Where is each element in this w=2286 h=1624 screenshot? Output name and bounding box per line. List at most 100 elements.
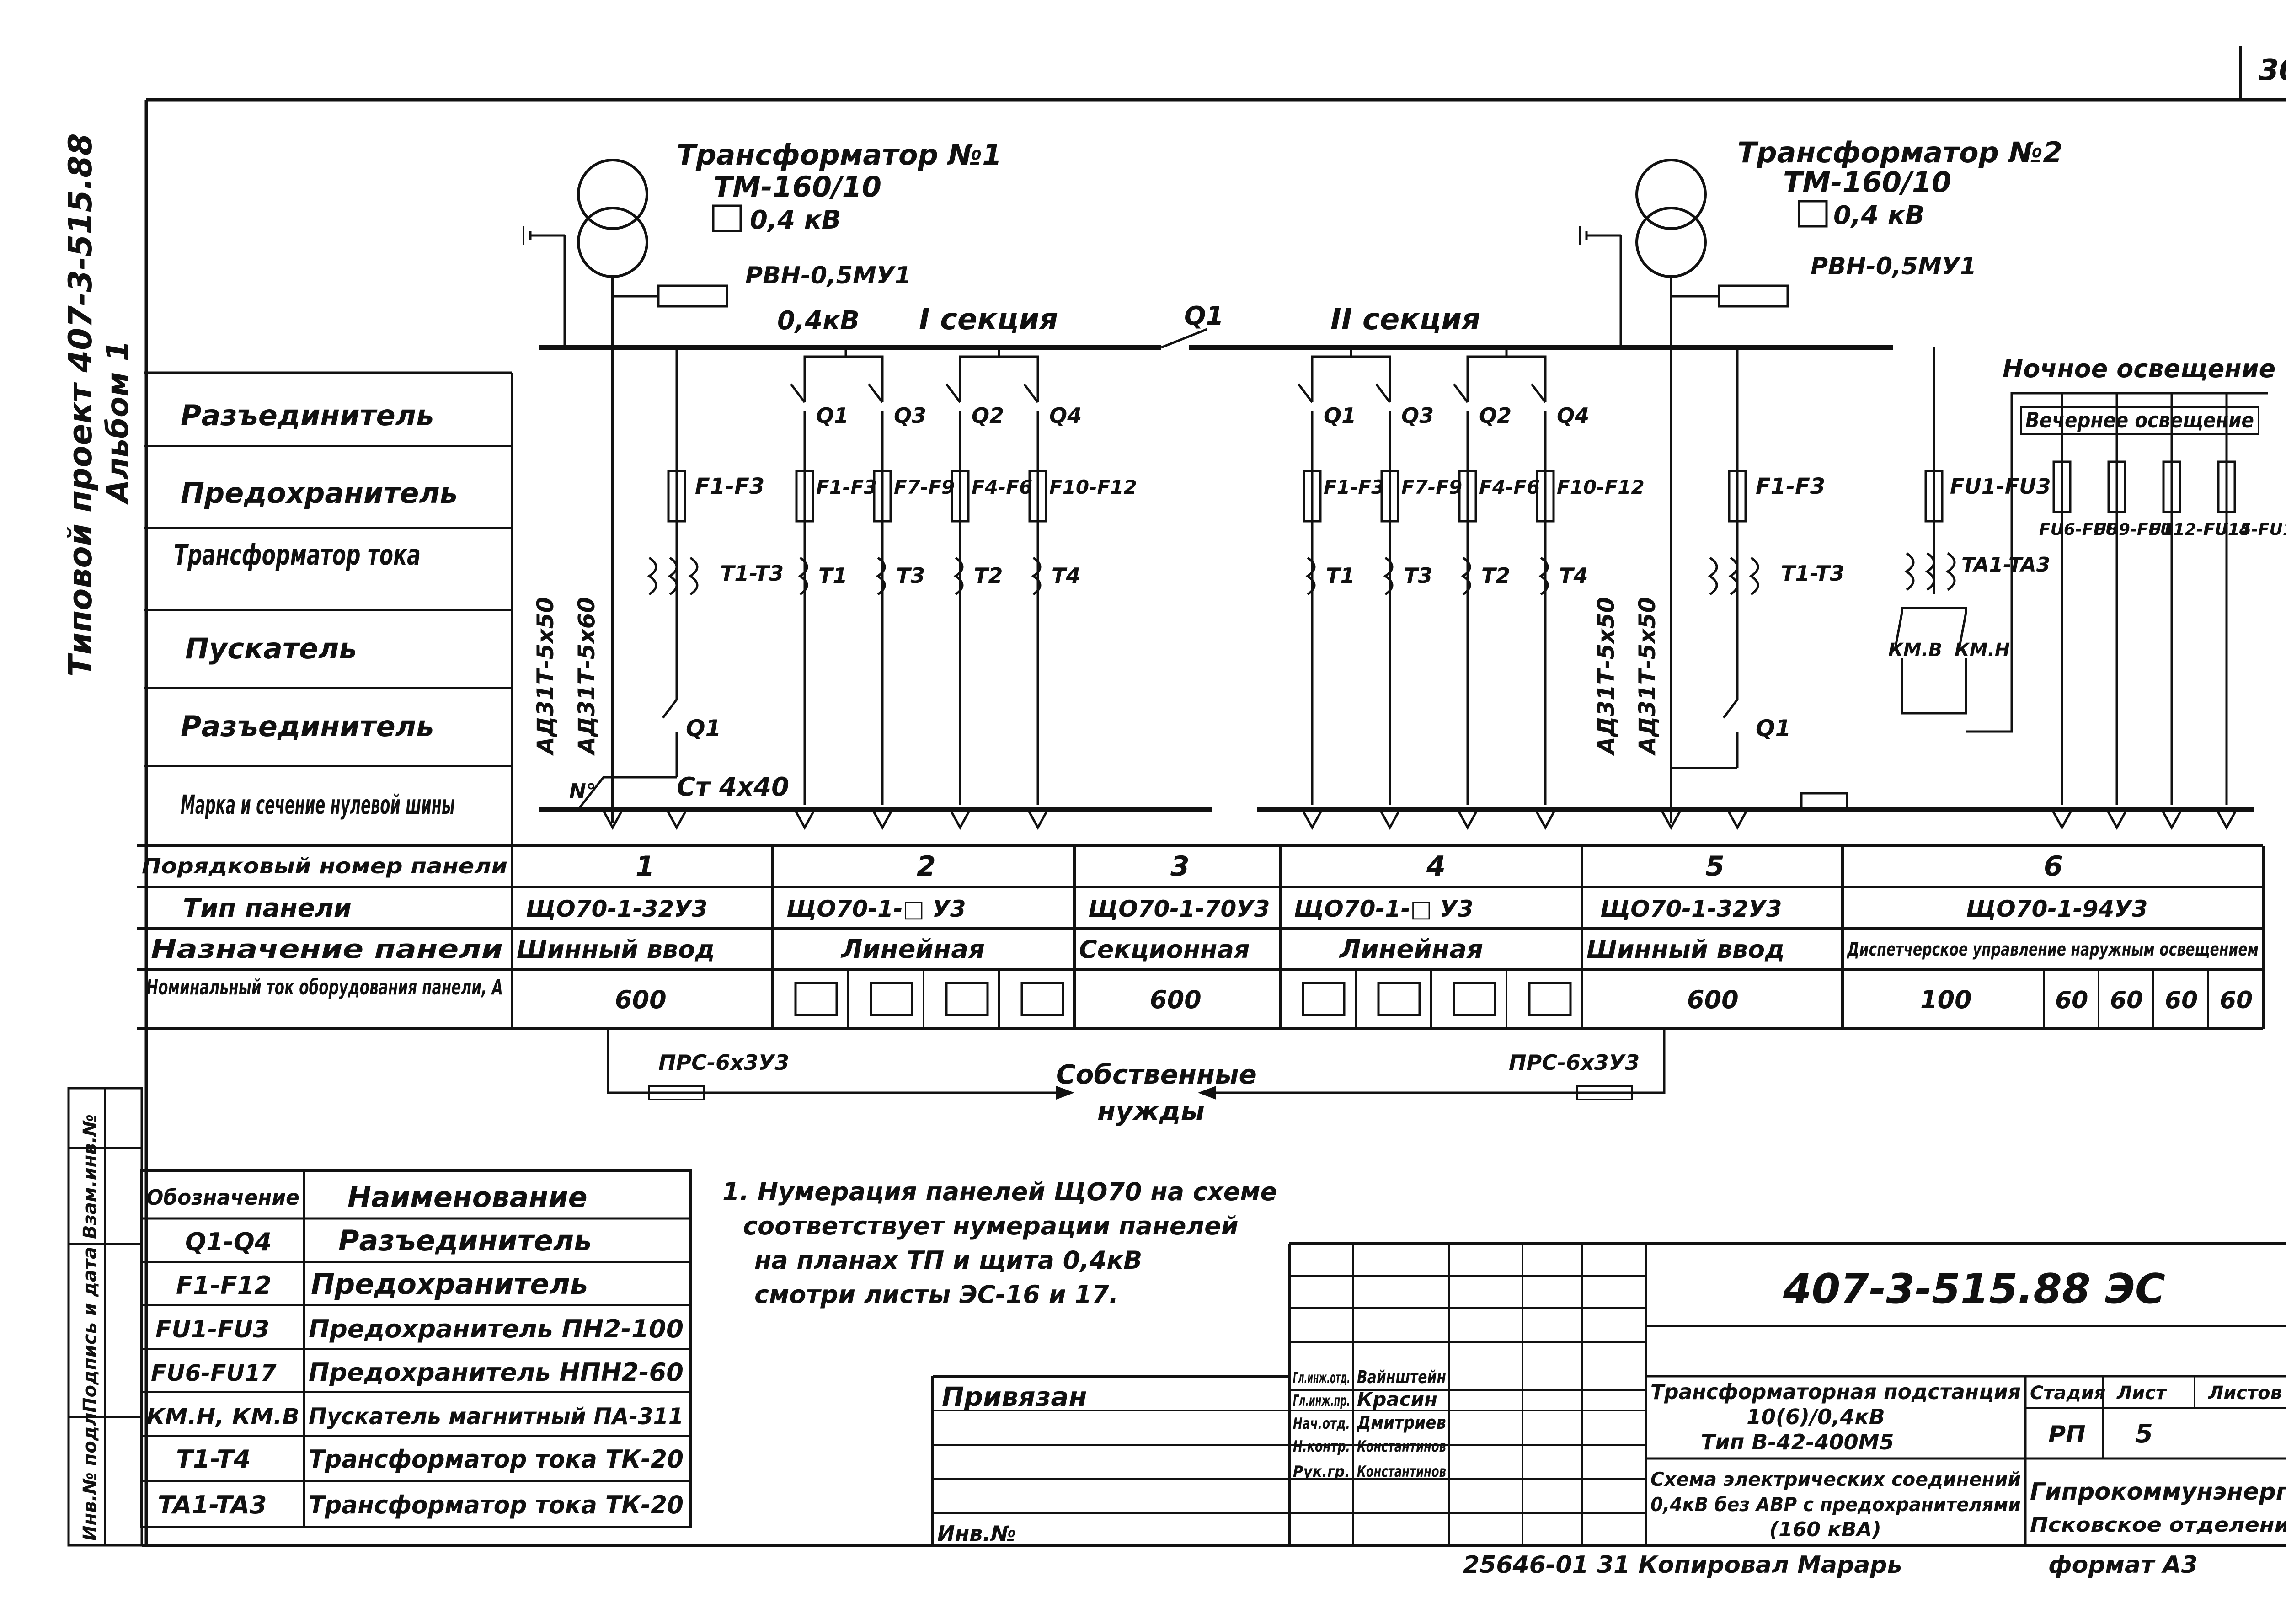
legend-code-1: Q1-Q4 [185, 1228, 272, 1256]
panel-4-fuse-3 [1458, 470, 1477, 523]
panel-6-purpose: Диспетчерское управление наружным освеще… [1847, 939, 2259, 960]
panel-5-ground-arrow [1725, 808, 1750, 830]
title-block: 407-3-515.88 ЭС Гл.инж.отд. Вайнштейн Гл… [931, 1242, 2286, 1579]
panel-5-type: ЩО70-1-32У3 [1600, 896, 1782, 922]
legend-name-5: Пускатель магнитный ПА-311 [309, 1403, 684, 1430]
panel-4-switch-1 [1298, 383, 1313, 403]
sheet-title-2: 0,4кВ без АВР с предохранителями [1650, 1493, 2021, 1516]
transformer-2-title: Трансформатор №2 [1737, 136, 2062, 169]
panel-2-ct-label-4: T4 [1052, 563, 1080, 588]
panel-2-ct-3 [953, 556, 964, 596]
panel-4-fuse-label-4: F10-F12 [1557, 476, 1645, 498]
panel-4-purpose: Линейная [1339, 935, 1483, 964]
name-1: Вайнштейн [1357, 1367, 1446, 1387]
project-title-2: 10(6)/0,4кВ [1747, 1405, 1885, 1429]
transformer-2-ground-arrow [1659, 808, 1683, 830]
own-needs: ПРС-6х3У3 ПРС-6х3У3 Собственные нужды [607, 1029, 1666, 1127]
project-title-1: Трансформаторная подстанция [1650, 1379, 2021, 1404]
panel-2-switch-2 [868, 383, 883, 403]
bus-section-2: II секция [1330, 303, 1480, 337]
legend-name-1: Разъединитель [338, 1224, 592, 1257]
cable-c: АД31Т-5х50 [1593, 597, 1619, 756]
row-label-disconnector: Разъединитель [181, 399, 434, 432]
transformer-1-arrester: РВН-0,5МУ1 [745, 262, 911, 289]
side-title-line2: Альбом 1 [100, 341, 135, 505]
legend-code-4: FU6-FU17 [151, 1360, 277, 1386]
project-title-3: Тип В-42-400М5 [1701, 1430, 1894, 1454]
blank-current-boxes [794, 982, 1572, 1016]
legend-name-2: Предохранитель [311, 1267, 588, 1301]
panel-2-ground-arrow-3 [948, 808, 972, 830]
panel-4-fuse-label-1: F1-F3 [1324, 476, 1384, 498]
panel-6-lamp-arrow-4 [2214, 808, 2239, 830]
panel-4-fuse-4 [1536, 470, 1555, 523]
panel-2-ct-1 [798, 556, 808, 596]
panel-5-purpose: Шинный ввод [1586, 935, 1785, 964]
org-1: Гипрокоммунэнерго [2030, 1478, 2286, 1506]
cable-b: АД31Т-5х60 [573, 597, 600, 756]
strip-signature: Подпись и дата [80, 1247, 101, 1413]
panel-4-switch-label-1: Q1 [1324, 403, 1356, 428]
transformer-2-voltage: 0,4 кВ [1833, 201, 1924, 230]
role-1: Гл.инж.отд. [1293, 1369, 1350, 1387]
note-line-1: 1. Нумерация панелей ЩО70 на схеме [722, 1177, 1277, 1206]
cable-d: АД31Т-5х50 [1634, 597, 1661, 756]
panel-4-switch-2 [1375, 383, 1391, 403]
panel-2-switch-label-4: Q4 [1049, 403, 1082, 428]
legend-name-6: Трансформатор тока ТК-20 [309, 1445, 684, 1474]
table-header-current: Номинальный ток оборудования панели, А [146, 975, 503, 999]
page-number: 30 [2259, 53, 2286, 87]
panel-3-number: 3 [1170, 850, 1190, 882]
row-labels-box: Разъединитель Предохранитель Трансформат… [144, 371, 513, 846]
legend-code-7: TA1-TA3 [158, 1490, 267, 1519]
panel-2-fuse-label-4: F10-F12 [1049, 476, 1137, 498]
panel-5-ct-label: T1-T3 [1781, 561, 1844, 586]
row-label-neutral-bus: Марка и сечение нулевой шины [181, 789, 455, 820]
panel-2-ct-4 [1031, 556, 1042, 596]
panel-2-ct-label-1: T1 [818, 563, 847, 588]
blank-current-box-3 [945, 982, 989, 1016]
legend-code-3: FU1-FU3 [155, 1316, 269, 1343]
role-3: Нач.отд. [1293, 1415, 1350, 1433]
bus-tie-switch: Q1 [1184, 301, 1224, 331]
transformer-1-title: Трансформатор №1 [677, 138, 1002, 171]
panel-2-switch-1 [790, 383, 806, 403]
panel-1-fuse-label: F1-F3 [695, 474, 764, 499]
panel-1-number: 1 [636, 850, 655, 882]
panel-4-fuse-label-2: F7-F9 [1401, 476, 1462, 498]
panel-6-extra-current-4: 60 [2220, 987, 2253, 1014]
bus-section-1: I секция [919, 303, 1058, 337]
panel-5-fuse-label: F1-F3 [1756, 474, 1825, 499]
own-needs-label-2: нужды [1097, 1095, 1205, 1127]
org-2: Псковское отделение [2030, 1513, 2286, 1537]
panel-5-devices: F1-F3 T1-T3 Q1 [1671, 347, 1844, 769]
neutral-bus-label: Ст 4х40 [677, 772, 789, 802]
row-label-starter: Пускатель [185, 632, 357, 665]
panel-6-lamp-fuse-3 [2162, 460, 2181, 513]
blank-current-box-1 [794, 982, 838, 1016]
inv-label: Инв.№ [937, 1521, 1016, 1546]
legend-name-7: Трансформатор тока ТК-20 [309, 1490, 684, 1519]
transformer-1-ground-arrow [600, 808, 625, 830]
panel-4-ct-1 [1305, 556, 1316, 596]
panel-4-ground-arrow-4 [1533, 808, 1558, 830]
role-5: Рук.гр. [1293, 1463, 1350, 1481]
sheet-header: Лист [2116, 1383, 2168, 1404]
sheets-header: Листов [2208, 1383, 2282, 1404]
panel-1-type: ЩО70-1-32У3 [526, 896, 708, 922]
panel-2-type: ЩО70-1-□ У3 [786, 896, 966, 922]
panel-4-ct-label-4: T4 [1559, 563, 1588, 588]
panel-4-fuse-2 [1380, 470, 1399, 523]
panel-4-ct-label-2: T3 [1404, 563, 1432, 588]
note-line-4: смотри листы ЭС-16 и 17. [754, 1280, 1118, 1309]
legend-header-code: Обозначение [146, 1185, 299, 1210]
row-label-disconnector-2: Разъединитель [181, 710, 434, 743]
panel-4-number: 4 [1426, 850, 1446, 882]
panel-1-purpose: Шинный ввод [517, 935, 715, 964]
panel-2-ground-arrow-4 [1025, 808, 1050, 830]
side-title-line1: Типовой проект 407-3-515.88 [62, 133, 99, 677]
panel-6-lamp-fuse-2 [2107, 460, 2126, 513]
